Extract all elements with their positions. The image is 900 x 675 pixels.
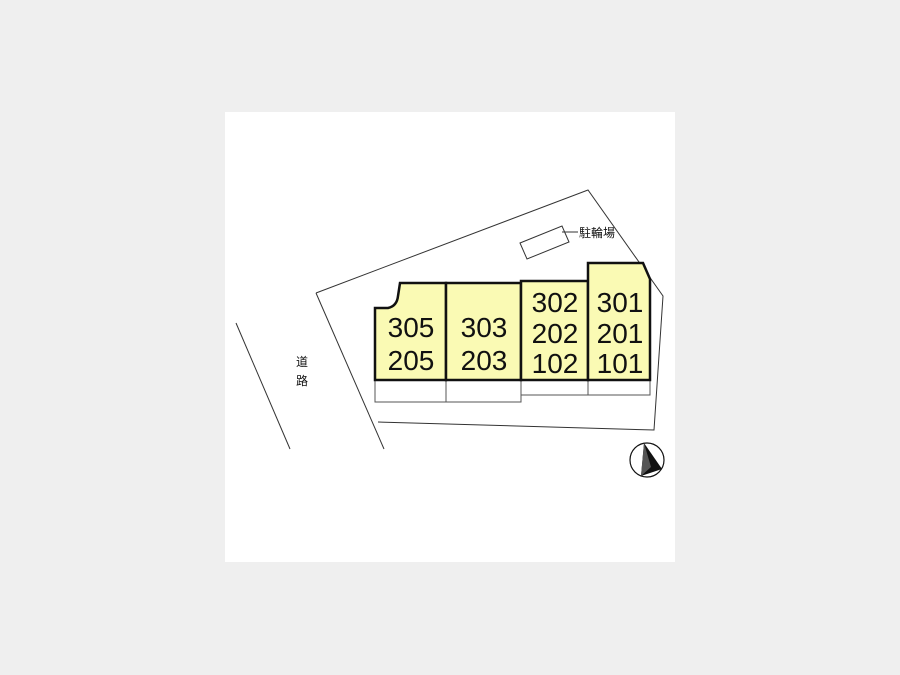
unit-305-205 xyxy=(373,281,448,382)
unit-301-201-101 xyxy=(586,261,652,382)
site-boundary xyxy=(315,189,664,431)
unit-303-203 xyxy=(444,281,523,382)
room-302: 302 xyxy=(532,287,579,318)
bike-shed xyxy=(519,225,570,260)
room-301: 301 xyxy=(597,287,644,318)
bike-parking-label: 駐輪場 xyxy=(579,225,615,240)
room-203: 203 xyxy=(461,345,508,376)
room-101: 101 xyxy=(597,348,644,379)
room-205: 205 xyxy=(388,345,435,376)
room-102: 102 xyxy=(532,348,579,379)
north-arrow-icon xyxy=(629,442,665,478)
road-edge xyxy=(235,322,291,450)
room-202: 202 xyxy=(532,318,579,349)
site-boundary-west xyxy=(315,292,385,450)
road-label-1: 道 xyxy=(296,355,308,369)
road-label-2: 路 xyxy=(296,373,308,388)
balconies xyxy=(374,379,651,403)
room-305: 305 xyxy=(388,312,435,343)
room-303: 303 xyxy=(461,312,508,343)
building xyxy=(373,261,652,382)
room-201: 201 xyxy=(597,318,644,349)
